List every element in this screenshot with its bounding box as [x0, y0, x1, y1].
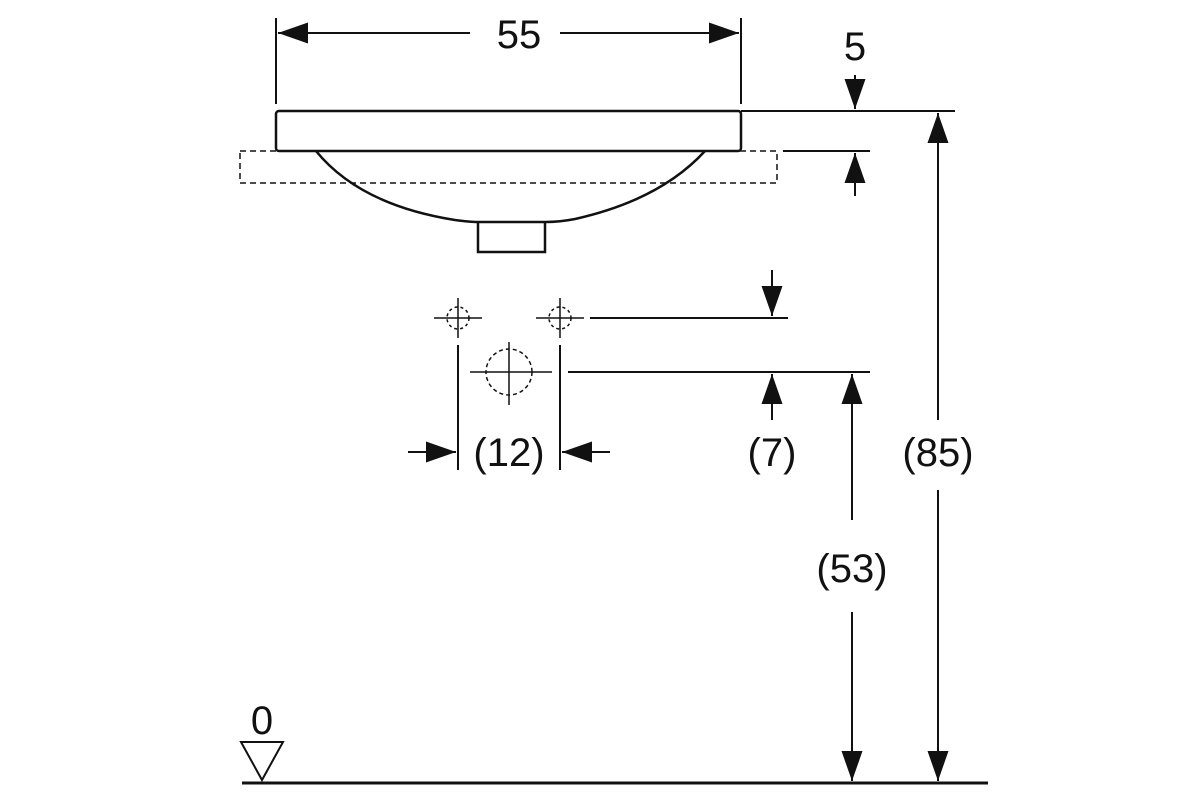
total-height-label: (85) [902, 431, 973, 475]
tap-holes [434, 298, 584, 405]
rim-thickness-label: 5 [844, 25, 866, 69]
tap-height-label: (53) [816, 547, 887, 591]
tap-spacing-dimension [408, 345, 610, 470]
tap-spacing-label: (12) [473, 431, 544, 475]
tap-hole-left [434, 298, 482, 338]
basin-drain [476, 222, 547, 254]
tap-hole-center [470, 342, 552, 405]
rim-thickness-dimension [741, 75, 955, 196]
basin-side-view [239, 109, 778, 254]
floor-level-label: 0 [251, 699, 273, 743]
width-label: 55 [497, 13, 542, 57]
tap-offset-label: (7) [748, 431, 797, 475]
tap-hole-right [536, 298, 584, 338]
countertop-outline [239, 150, 778, 184]
floor-level-marker-icon [239, 741, 285, 783]
width-dimension [275, 18, 742, 104]
basin-rim [274, 109, 743, 153]
tap-offset-dimension [568, 270, 870, 420]
basin-bowl [315, 150, 706, 224]
